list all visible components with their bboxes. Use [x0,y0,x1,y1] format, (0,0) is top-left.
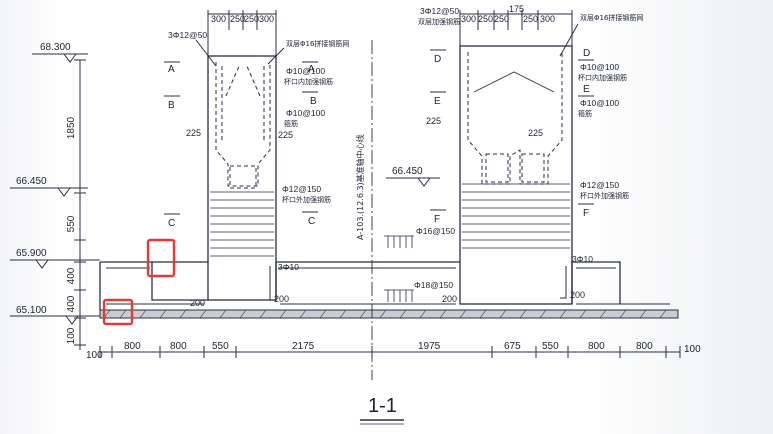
rebar-right-mid1: Φ10@100 [580,62,619,72]
rebar-right-low: Φ12@150 [580,180,619,190]
rebar-right-low-sub: 杯口外加强钢筋 [580,191,629,200]
section-marks: A A B B C C D D E E F F [164,48,594,229]
col-right-dim-300b: 300 [540,14,555,24]
rebar-mid-up: Φ16@150 [416,226,455,236]
rebar-right-top-right: 双层Φ16拼接钢筋网 [580,13,643,22]
elevation-markers: 68.300 66.450 65.900 65.100 66.450 [10,42,440,325]
bottom-dim-800a: 800 [124,341,141,352]
section-mark-d-right: D [583,48,590,59]
bottom-dim-100-right: 100 [684,344,701,355]
bottom-dim-800c: 800 [588,341,605,352]
rebar-left-top: 3Φ12@50 [168,30,207,40]
highlight-box-upper [146,238,176,278]
col-left-dim-300a: 300 [211,14,226,24]
bottom-dim-675: 675 [504,341,521,352]
rebar-left-low-sub: 杯口外加强钢筋 [282,195,331,204]
elevation-65100: 65.100 [16,305,47,316]
col-right-dim-300a: 300 [461,14,476,24]
footing [99,235,679,319]
bottom-dim-550b: 550 [542,341,559,352]
rebar-left-mid2: Φ10@100 [286,108,325,118]
section-mark-b-right: B [310,96,317,107]
axis-label: A-103.(12.6.3)基准轴中心线 [355,134,365,240]
elevation-65900: 65.900 [16,248,47,259]
section-mark-f-right: F [583,208,589,219]
dim-400-lower: 400 [66,295,77,312]
rebar-callouts-left: 3Φ12@50 双层Φ16拼接钢筋网 Φ10@100 杯口内加强钢筋 Φ10@1… [168,30,349,308]
dim-550: 550 [66,215,77,232]
dim-225-right-b: 225 [528,128,543,138]
highlight-box-lower [102,298,134,326]
bottom-dim-100-left: 100 [86,350,103,361]
dim-200-right-a: 200 [442,294,457,304]
bottom-dimension-chain: 100 800 800 550 2175 1975 675 550 800 80… [86,341,701,361]
left-column: 300 250 250 300 [207,10,277,301]
section-mark-f-left: F [434,214,440,225]
col-right-dim-250b: 250 [494,14,509,24]
section-title-text: 1-1 [368,395,397,417]
section-mark-a-right: A [308,64,315,75]
dim-225-left-a: 225 [186,128,201,138]
col-left-dim-300b: 300 [259,14,274,24]
rebar-right-mid2-sub: 箍筋 [578,109,592,118]
bottom-dim-800b: 800 [170,341,187,352]
rebar-left-mid1-sub: 杯口内加强钢筋 [284,77,333,86]
elevation-66450-right: 66.450 [392,166,423,177]
elevation-66450-left: 66.450 [16,176,47,187]
three-phi-right: 3Φ10 [572,254,593,264]
dim-400-upper: 400 [66,267,77,284]
rebar-callouts-right: 3Φ12@50 双层加强钢筋 双层Φ16拼接钢筋网 Φ10@100 杯口内加强钢… [414,6,643,304]
dim-225-right-a: 225 [426,116,441,126]
elevation-68300: 68.300 [40,42,71,53]
dim-225-left-b: 225 [278,130,293,140]
right-column: 300 250 250 175 250 300 [459,4,573,305]
left-dimension-chain: 1850 550 400 400 100 [66,59,86,350]
rebar-left-mid2-sub: 箍筋 [284,119,298,128]
col-right-dim-250a: 250 [478,14,493,24]
bottom-dim-550a: 550 [212,341,229,352]
col-left-dim-250b: 250 [244,14,259,24]
dim-100-vertical: 100 [66,327,77,344]
col-right-dim-250c: 250 [523,14,538,24]
bottom-dim-800d: 800 [636,341,653,352]
rebar-left-top-right: 双层Φ16拼接钢筋网 [286,39,349,48]
bottom-dim-1975: 1975 [418,341,441,352]
three-phi-left: 3Φ10 [278,262,299,272]
rebar-mid-down: Φ18@150 [414,280,453,290]
axis-centerline: A-103.(12.6.3)基准轴中心线 [355,40,373,380]
section-mark-d-left: D [434,54,441,65]
col-left-dim-250a: 250 [230,14,245,24]
section-title: 1-1 [360,395,404,425]
section-mark-a-left: A [168,64,175,75]
rebar-right-top-sub: 双层加强钢筋 [418,17,460,26]
dim-200-right-b: 200 [570,290,585,300]
bottom-dim-2175: 2175 [292,341,315,352]
section-mark-c-left: C [168,218,175,229]
rebar-right-top: 3Φ12@50 [420,6,459,16]
dim-1850: 1850 [66,116,77,139]
rebar-left-low: Φ12@150 [282,184,321,194]
section-mark-e-left: E [434,96,441,107]
section-mark-e-right: E [583,84,590,95]
rebar-right-mid2: Φ10@100 [580,98,619,108]
rebar-left-mid1: Φ10@100 [286,66,325,76]
dim-200-left-b: 200 [274,294,289,304]
col-right-dim-175: 175 [509,4,524,14]
rebar-right-mid1-sub: 杯口内加强钢筋 [578,73,627,82]
section-mark-b-left: B [168,100,175,111]
dim-200-left-a: 200 [190,298,205,308]
section-mark-c-right: C [308,216,315,227]
